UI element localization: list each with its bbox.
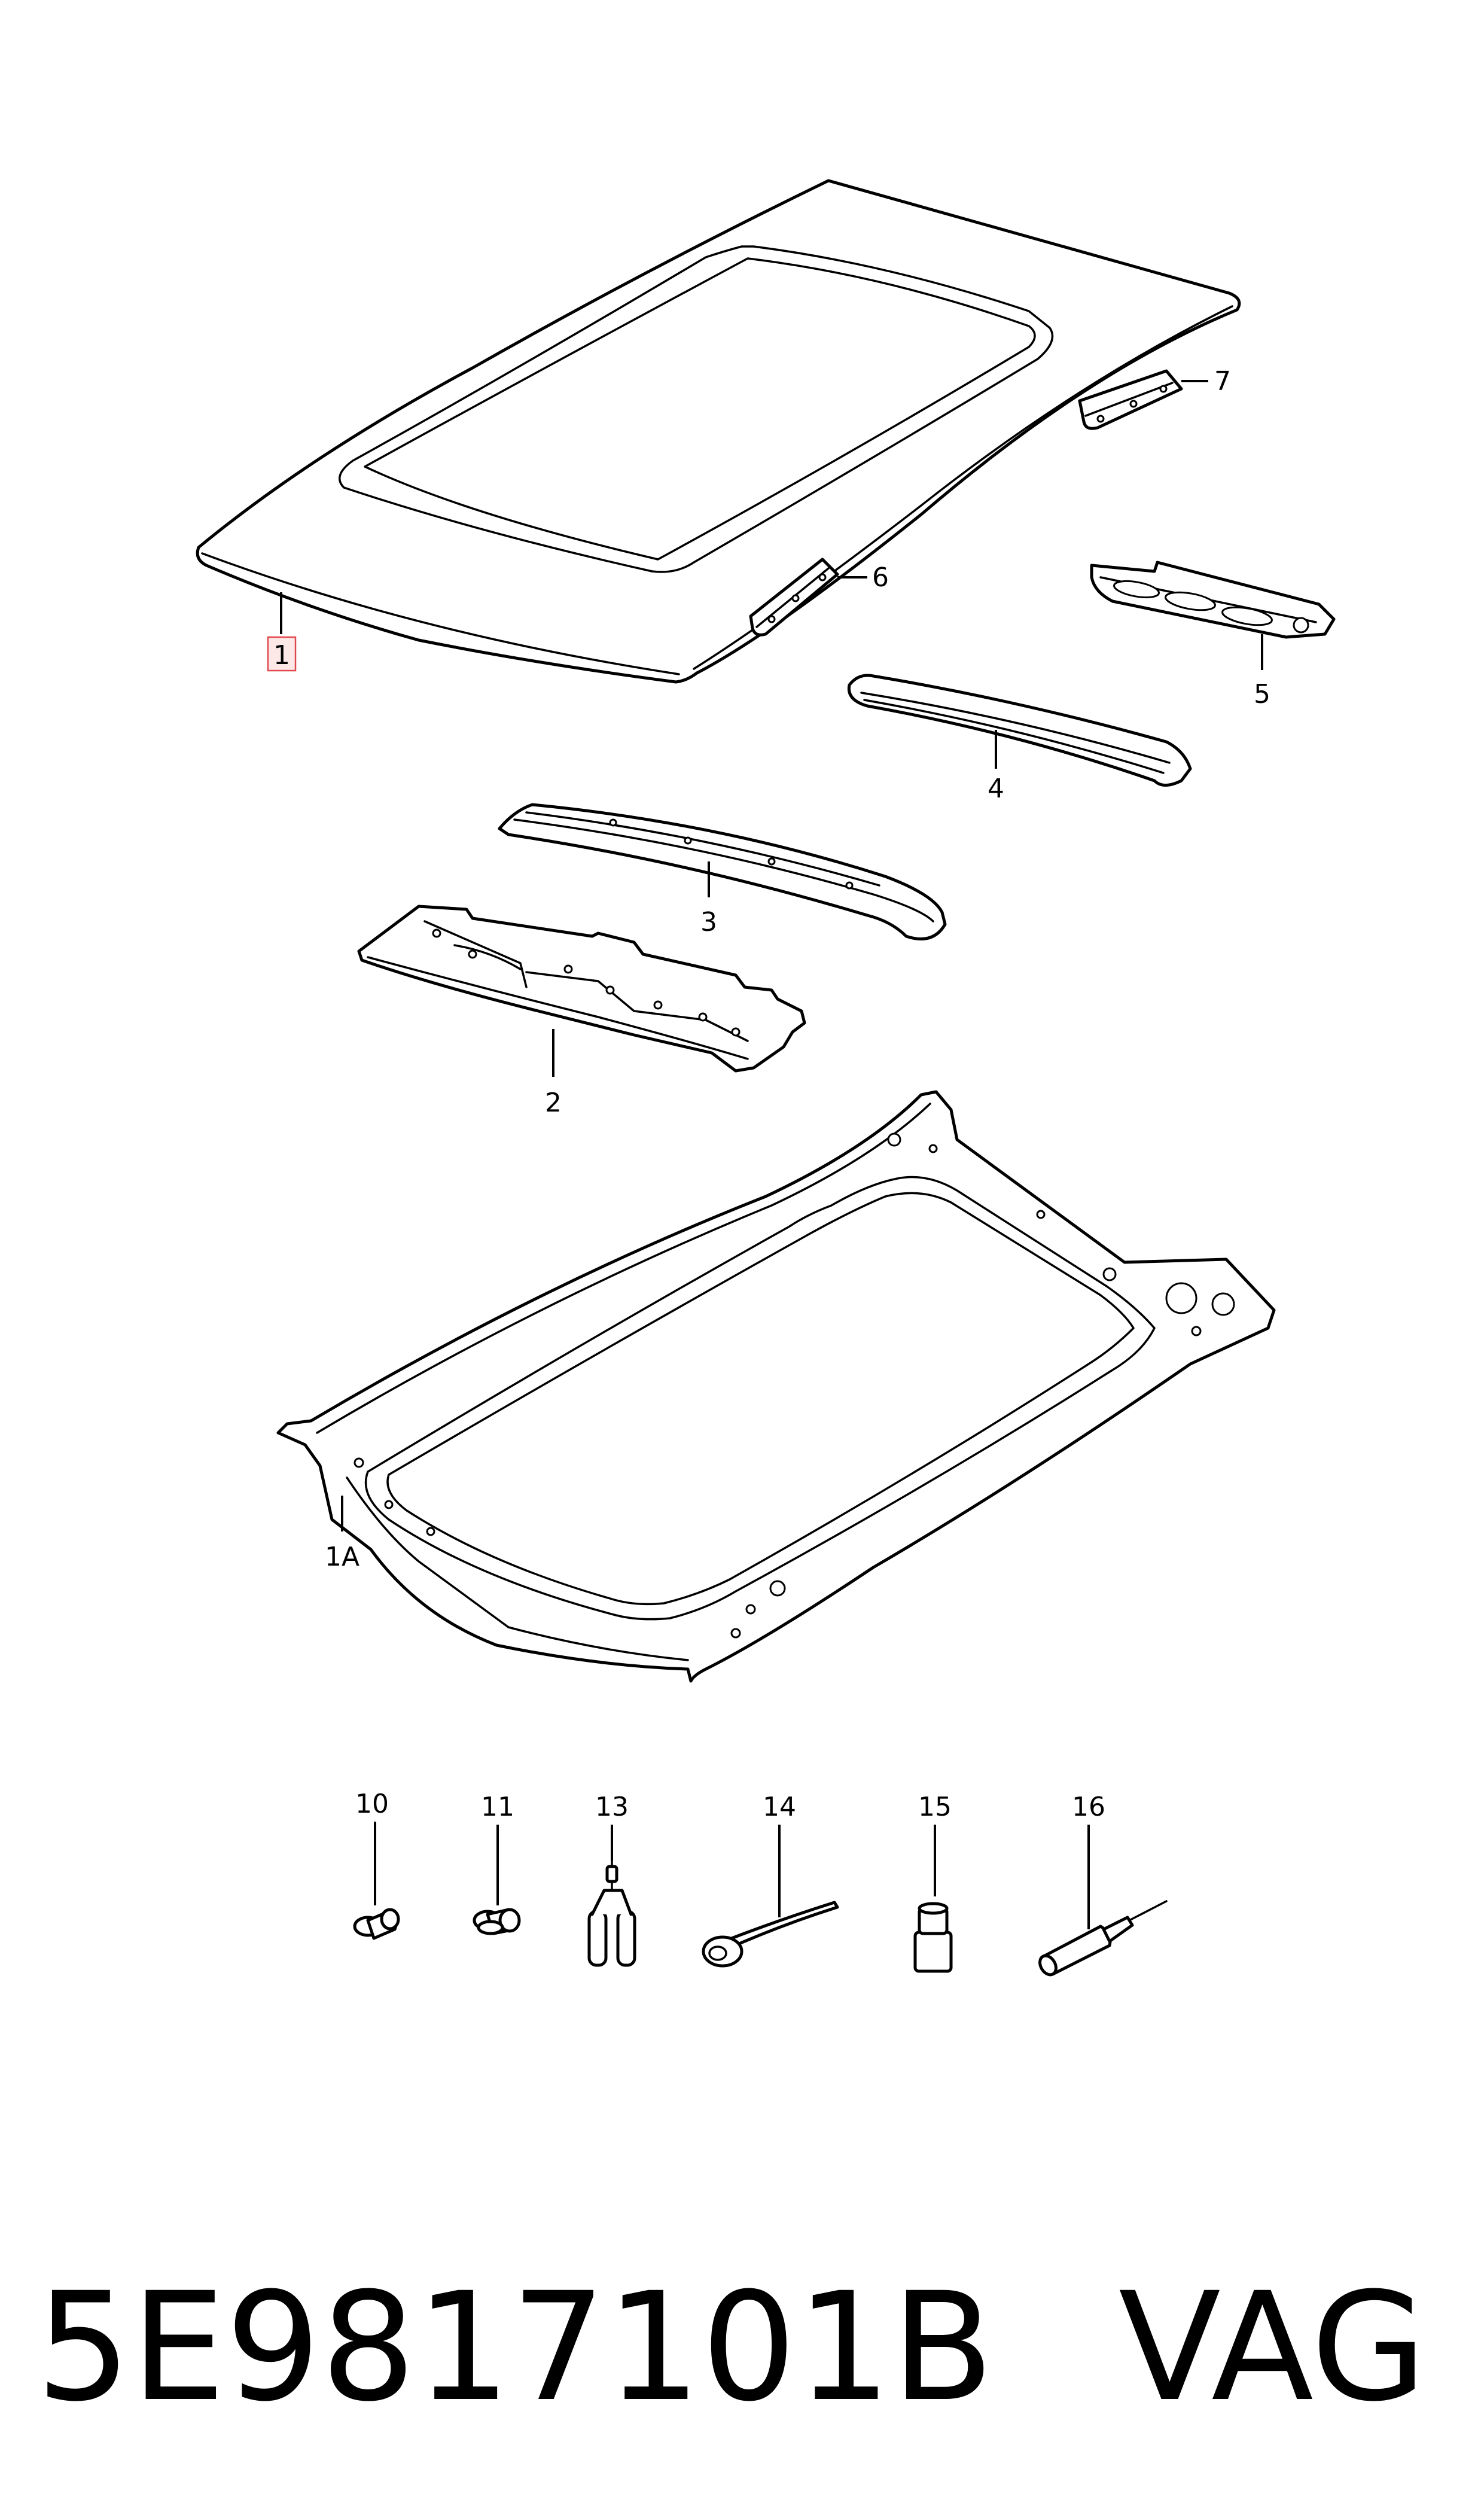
callout-11-label: 11 xyxy=(481,1792,514,1822)
callout-3-label: 3 xyxy=(700,907,717,937)
callout-15[interactable]: 15 xyxy=(918,1792,952,1896)
roof-panel-part-1[interactable] xyxy=(196,179,1241,684)
brand-name: VAG xyxy=(1119,2260,1427,2434)
primer-bottle-part-15[interactable] xyxy=(913,1902,953,1973)
bracket-part-7[interactable] xyxy=(1078,369,1183,430)
callout-5[interactable]: 5 xyxy=(1254,634,1270,710)
callout-4[interactable]: 4 xyxy=(988,730,1004,804)
middle-crossmember-part-3[interactable] xyxy=(498,803,947,940)
callout-13-label: 13 xyxy=(595,1792,629,1822)
callout-1-label: 1 xyxy=(273,640,290,671)
callout-10-label: 10 xyxy=(355,1789,389,1819)
callout-3[interactable]: 3 xyxy=(700,861,717,937)
callout-6[interactable]: 6 xyxy=(837,562,889,593)
callout-1a-label: 1A xyxy=(325,1542,359,1572)
callout-2[interactable]: 2 xyxy=(545,1029,562,1118)
rear-bracket-part-5[interactable] xyxy=(1090,561,1336,639)
callout-14[interactable]: 14 xyxy=(763,1792,796,1917)
callout-16-label: 16 xyxy=(1072,1792,1105,1822)
callout-1a[interactable]: 1A xyxy=(325,1496,359,1572)
callout-1[interactable]: 1 xyxy=(267,592,297,672)
clip-part-11[interactable] xyxy=(473,1908,521,1935)
part-number: 5E9817101B xyxy=(36,2260,994,2434)
callout-11[interactable]: 11 xyxy=(481,1792,514,1905)
callout-13[interactable]: 13 xyxy=(595,1792,629,1861)
callout-2-label: 2 xyxy=(545,1088,562,1118)
callout-10[interactable]: 10 xyxy=(355,1789,389,1905)
callout-7-label: 7 xyxy=(1214,366,1231,397)
applicator-tube-part-16[interactable] xyxy=(1037,1900,1168,1978)
callout-16[interactable]: 16 xyxy=(1072,1792,1105,1929)
callout-4-label: 4 xyxy=(988,774,1004,804)
roof-frame-part-1a[interactable] xyxy=(276,1090,1276,1683)
callout-6-label: 6 xyxy=(872,562,889,593)
bracket-part-6[interactable] xyxy=(749,558,839,637)
rear-crossmember-part-4[interactable] xyxy=(847,674,1192,787)
sealing-cord-part-14[interactable] xyxy=(702,1901,839,1968)
front-crossmember-part-2[interactable] xyxy=(357,905,806,1073)
callout-15-label: 15 xyxy=(918,1792,952,1822)
callout-14-label: 14 xyxy=(763,1792,796,1822)
callout-1-highlight xyxy=(267,636,297,672)
adhesive-cartridge-part-13[interactable] xyxy=(587,1859,636,1967)
callout-7[interactable]: 7 xyxy=(1181,366,1231,397)
callout-5-label: 5 xyxy=(1254,679,1270,710)
clip-part-10[interactable] xyxy=(353,1908,400,1940)
